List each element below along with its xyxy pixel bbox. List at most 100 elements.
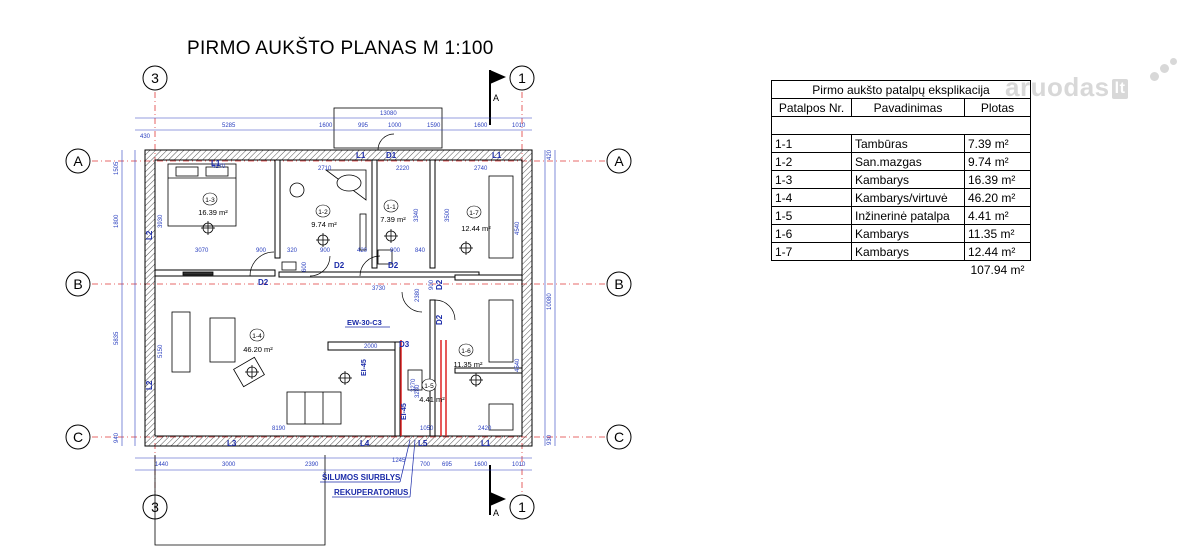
- svg-text:1600: 1600: [474, 123, 488, 129]
- svg-text:L4: L4: [360, 439, 370, 448]
- terrace-outline: [154, 107, 443, 546]
- svg-text:A: A: [614, 153, 624, 169]
- svg-text:1-6: 1-6: [461, 348, 471, 355]
- row-name: San.mazgas: [851, 152, 965, 171]
- row-area: 16.39 m²: [964, 170, 1031, 189]
- row-name: Kambarys: [851, 170, 965, 189]
- svg-text:1505: 1505: [114, 161, 120, 175]
- svg-text:L3: L3: [227, 439, 237, 448]
- row-area: 12.44 m²: [964, 242, 1031, 261]
- svg-text:B: B: [73, 276, 82, 292]
- interior-walls: [154, 159, 523, 437]
- svg-text:46.20 m²: 46.20 m²: [243, 345, 273, 354]
- svg-text:3000: 3000: [222, 462, 236, 468]
- light-icon: [469, 373, 483, 387]
- svg-text:2390: 2390: [305, 462, 319, 468]
- explication-total: 107.94 m²: [970, 262, 1025, 277]
- svg-text:1050: 1050: [420, 426, 434, 432]
- svg-text:L1: L1: [356, 151, 366, 160]
- svg-text:9.74 m²: 9.74 m²: [311, 220, 337, 229]
- svg-text:EI-45: EI-45: [401, 403, 408, 420]
- room-labels: 1-316.39 m² 1-29.74 m² 1-17.39 m² 1-712.…: [198, 192, 491, 404]
- section-cut-top: A: [489, 70, 506, 125]
- svg-text:2220: 2220: [396, 166, 410, 172]
- svg-text:1010: 1010: [512, 123, 526, 129]
- svg-text:420: 420: [547, 149, 553, 160]
- svg-text:1-7: 1-7: [469, 210, 479, 217]
- svg-text:995: 995: [358, 123, 369, 129]
- svg-text:600: 600: [302, 261, 308, 272]
- svg-text:1800: 1800: [114, 214, 120, 228]
- svg-text:4540: 4540: [515, 358, 521, 372]
- ceiling-lights: [201, 221, 483, 387]
- room-1-3: 1-316.39 m²: [198, 192, 228, 217]
- svg-text:5285: 5285: [222, 123, 236, 129]
- axis-marker-right-c: C: [606, 424, 632, 450]
- svg-text:L5: L5: [418, 439, 428, 448]
- svg-text:1440: 1440: [155, 462, 169, 468]
- svg-text:L1: L1: [211, 159, 221, 168]
- svg-text:D2: D2: [334, 261, 345, 270]
- svg-text:L1: L1: [492, 151, 502, 160]
- svg-text:3: 3: [151, 70, 159, 86]
- svg-text:2380: 2380: [415, 288, 421, 302]
- svg-text:1: 1: [518, 70, 526, 86]
- svg-text:3730: 3730: [372, 286, 386, 292]
- svg-text:B: B: [614, 276, 623, 292]
- svg-text:1590: 1590: [427, 123, 441, 129]
- svg-text:16.39 m²: 16.39 m²: [198, 208, 228, 217]
- light-icon: [338, 371, 352, 385]
- svg-text:4540: 4540: [515, 221, 521, 235]
- svg-text:C: C: [73, 429, 83, 445]
- svg-text:1-1: 1-1: [386, 204, 396, 211]
- svg-text:D2: D2: [435, 279, 444, 290]
- svg-text:430: 430: [140, 134, 151, 140]
- light-icon: [201, 221, 215, 235]
- room-1-2: 1-29.74 m²: [311, 204, 337, 229]
- doors: [249, 133, 456, 321]
- desk-icon: [488, 403, 514, 431]
- furniture: [167, 163, 514, 431]
- row-name: Kambarys: [851, 242, 965, 261]
- svg-text:D2: D2: [388, 261, 399, 270]
- svg-text:EI-45: EI-45: [361, 359, 368, 376]
- svg-text:1600: 1600: [319, 123, 333, 129]
- svg-text:3070: 3070: [195, 248, 209, 254]
- axis-marker-bottom-1: 1: [509, 494, 535, 520]
- svg-text:1000: 1000: [388, 123, 402, 129]
- room-1-6: 1-6 11.35 m²: [453, 343, 483, 369]
- axis-marker-right-b: B: [606, 271, 632, 297]
- row-nr: 1-2: [771, 152, 852, 171]
- toilet-icon: [289, 182, 305, 198]
- svg-text:695: 695: [442, 462, 453, 468]
- exterior-walls: [144, 149, 533, 447]
- svg-text:11.35 m²: 11.35 m²: [453, 360, 483, 369]
- svg-text:D3: D3: [399, 340, 410, 349]
- svg-text:2740: 2740: [474, 166, 488, 172]
- axis-marker-top-3: 3: [142, 65, 168, 91]
- svg-text:2420: 2420: [478, 426, 492, 432]
- svg-text:12.44 m²: 12.44 m²: [461, 224, 491, 233]
- row-nr: 1-7: [771, 242, 852, 261]
- svg-text:L1: L1: [481, 439, 491, 448]
- plan-title: PIRMO AUKŠTO PLANAS M 1:100: [187, 38, 494, 59]
- svg-text:L2: L2: [145, 380, 154, 390]
- svg-text:C: C: [614, 429, 624, 445]
- sofa-icon: [171, 311, 191, 373]
- room-1-4: 1-446.20 m²: [243, 328, 273, 354]
- svg-text:A: A: [493, 93, 499, 103]
- svg-text:900: 900: [256, 248, 267, 254]
- light-icon: [316, 233, 330, 247]
- svg-text:4.41 m²: 4.41 m²: [419, 395, 445, 404]
- dimension-text: 13080 430 5285 1600 995 1000 1590 1600 1…: [114, 111, 553, 468]
- svg-text:13080: 13080: [380, 111, 397, 117]
- svg-text:840: 840: [415, 248, 426, 254]
- svg-text:4170: 4170: [212, 164, 226, 170]
- svg-text:900: 900: [390, 248, 401, 254]
- explication-table: Pirmo aukšto patalpų eksplikacija Patalp…: [771, 80, 1031, 278]
- svg-text:3340: 3340: [414, 208, 420, 222]
- svg-text:3270: 3270: [411, 378, 417, 392]
- svg-text:3500: 3500: [445, 208, 451, 222]
- svg-text:1-5: 1-5: [424, 383, 434, 390]
